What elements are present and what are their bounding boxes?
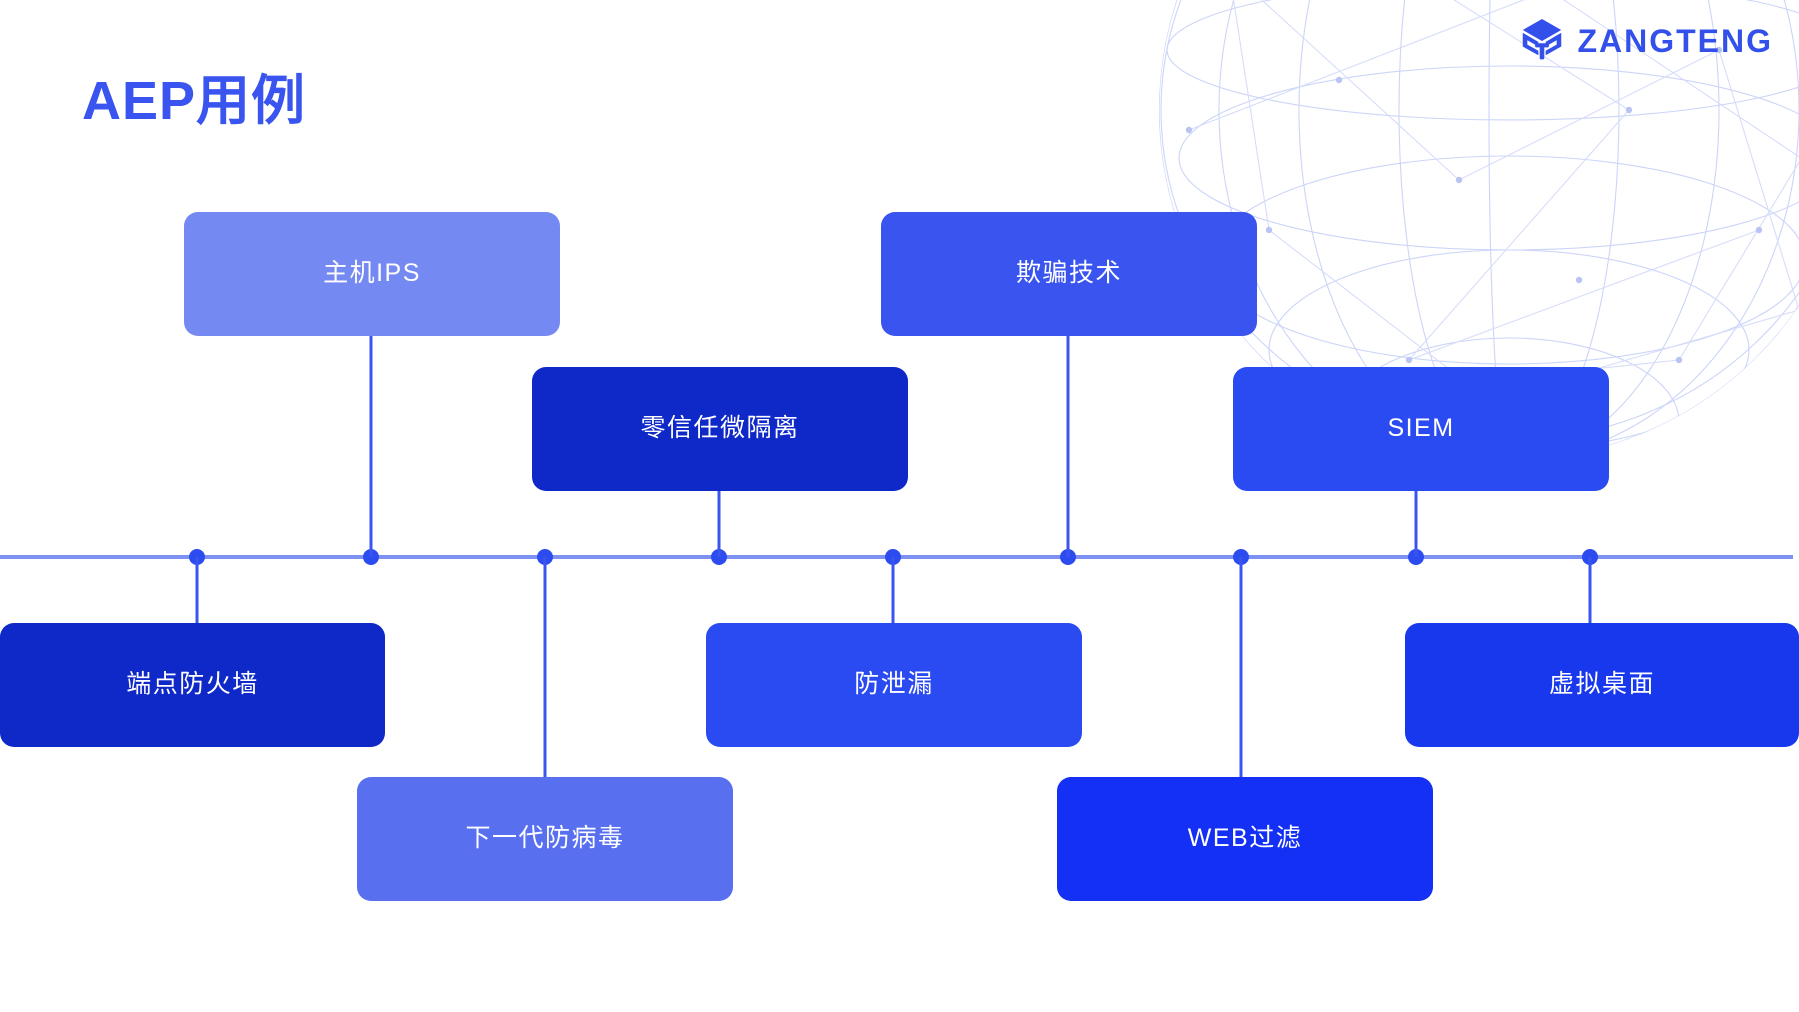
node-box-endpoint-firewall[interactable]: 端点防火墙 (0, 623, 385, 747)
cube-logo-icon (1523, 19, 1562, 60)
node-label: 端点防火墙 (126, 670, 259, 699)
node-label: 虚拟桌面 (1548, 670, 1655, 699)
node-connector (717, 491, 721, 557)
node-label: 欺骗技术 (1015, 259, 1122, 288)
page-title: AEP用例 (82, 71, 307, 131)
node-box-zero-trust-microsegmentation[interactable]: 零信任微隔离 (532, 367, 908, 491)
node-box-next-gen-antivirus[interactable]: 下一代防病毒 (357, 777, 733, 901)
node-label: 主机IPS (323, 259, 421, 288)
node-connector (1066, 336, 1070, 557)
node-label: WEB过滤 (1187, 824, 1303, 853)
node-label: 下一代防病毒 (465, 824, 625, 853)
node-connector (1414, 491, 1418, 557)
node-connector (195, 557, 199, 623)
node-connector (1588, 557, 1592, 623)
node-box-virtual-desktop[interactable]: 虚拟桌面 (1405, 623, 1799, 747)
node-box-host-ips[interactable]: 主机IPS (184, 212, 560, 336)
node-connector (369, 336, 373, 557)
node-connector (891, 557, 895, 623)
node-connector (543, 557, 547, 777)
node-label: 零信任微隔离 (640, 414, 800, 443)
node-box-deception-technology[interactable]: 欺骗技术 (881, 212, 1257, 336)
node-box-web-filtering[interactable]: WEB过滤 (1057, 777, 1433, 901)
node-label: SIEM (1387, 414, 1455, 443)
node-box-siem[interactable]: SIEM (1233, 367, 1609, 491)
timeline-dot (363, 549, 379, 565)
timeline-dot (1408, 549, 1424, 565)
node-label: 防泄漏 (854, 670, 934, 699)
node-box-data-leak-prevention[interactable]: 防泄漏 (706, 623, 1082, 747)
timeline-dot (1060, 549, 1076, 565)
timeline-dot (711, 549, 727, 565)
node-connector (1239, 557, 1243, 777)
brand-name: ZANGTENG (1577, 23, 1773, 59)
brand-logo: ZANGTENG (1520, 18, 1773, 64)
